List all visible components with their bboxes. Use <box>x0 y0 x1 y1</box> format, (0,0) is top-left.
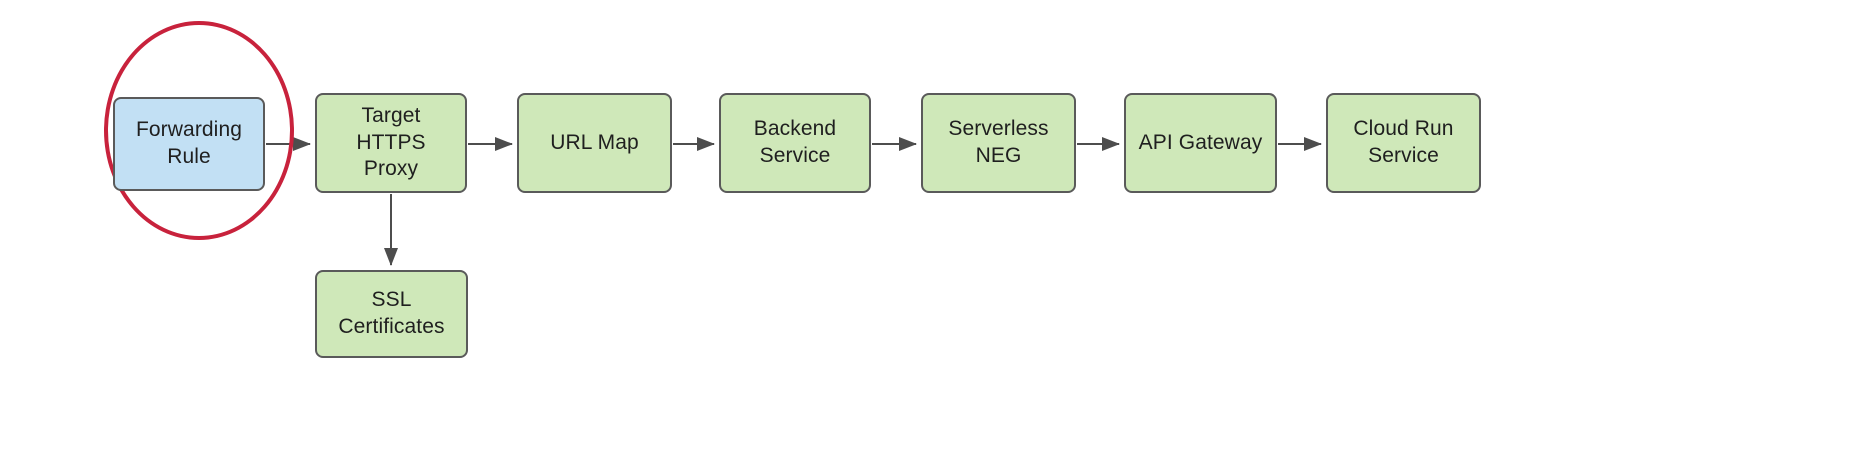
node-label-url-map: URL Map <box>550 130 639 154</box>
node-ssl-certificates[interactable]: SSL Certificates <box>315 270 468 358</box>
node-url-map[interactable]: URL Map <box>517 93 672 193</box>
node-target-https-proxy[interactable]: Target HTTPS Proxy <box>315 93 467 193</box>
node-label-serverless-neg: Serverless NEG <box>948 117 1049 167</box>
node-forwarding-rule[interactable]: Forwarding Rule <box>113 97 265 191</box>
node-api-gateway[interactable]: API Gateway <box>1124 93 1277 193</box>
node-label-backend-service: Backend Service <box>753 117 837 167</box>
node-label-cloud-run-service: Cloud Run Service <box>1353 117 1454 167</box>
node-cloud-run-service[interactable]: Cloud Run Service <box>1326 93 1481 193</box>
node-label-ssl-certificates: SSL Certificates <box>338 288 445 338</box>
node-label-api-gateway: API Gateway <box>1138 130 1263 154</box>
node-serverless-neg[interactable]: Serverless NEG <box>921 93 1076 193</box>
node-backend-service[interactable]: Backend Service <box>719 93 871 193</box>
node-label-target-https-proxy: Target HTTPS Proxy <box>356 103 426 181</box>
node-label-forwarding-rule: Forwarding Rule <box>135 118 243 168</box>
